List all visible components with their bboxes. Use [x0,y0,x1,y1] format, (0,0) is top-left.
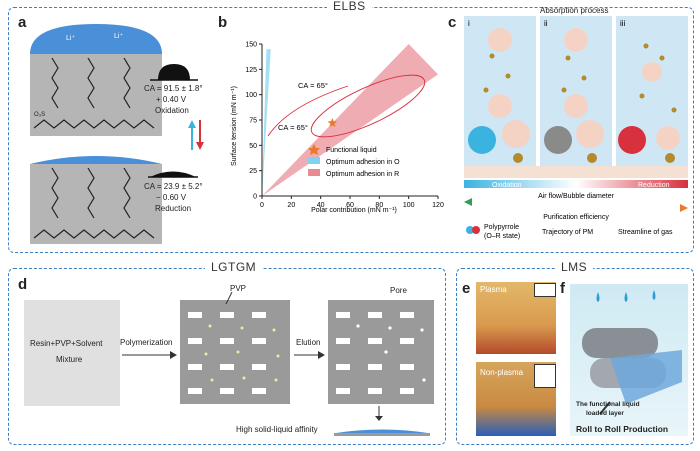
panel-c-label: c [448,14,457,31]
purification-label: Purification efficiency [543,214,609,221]
y-tick-label: 100 [245,92,257,99]
lgtgm-panel: LGTGM [8,260,446,445]
chart-xlabel: Polar contribution (mN m⁻¹) [311,207,397,214]
legend-pp-state: (O–R state) [484,233,520,240]
pp-reduced [618,126,646,154]
legend-swatch-r [308,169,320,176]
elution-arrow [294,351,325,359]
mixture-text-2: Mixture [56,355,83,364]
ca-ellipse [310,74,426,138]
x-tick-label: 60 [346,202,354,209]
x-tick-label: 120 [432,202,444,209]
x-tick-label: 80 [375,202,383,209]
ca-curve-1 [267,85,349,137]
elbs-title: ELBS [327,0,372,13]
surface-tension-chart: 0 20 40 60 80 100 120 0 25 50 75 100 125 150 CA = 65°… [231,42,444,215]
plasma-label: Plasma [480,285,507,294]
mixture-box [24,300,120,406]
roller-graphic [582,290,682,415]
legend-functional: Functional liquid [326,147,377,154]
polymerization-arrow [122,351,177,359]
y-tick-label: 25 [249,168,257,175]
sub-iii: iii [620,19,626,28]
legend-pp: Polypyrrole [484,224,519,231]
so3-label: O₃S [34,112,45,118]
elbs-panel: ELBS [8,0,694,253]
sub-ii: ii [544,19,548,28]
panel-a-schematic: Li⁺ Li⁺ O₃S [30,24,204,244]
panel-a-label: a [18,14,27,31]
ion-label-2: Li⁺ [114,33,123,40]
y-tick-label: 150 [245,42,257,49]
panel-d-label: d [18,276,28,293]
ox-red-bar [464,180,688,188]
pp-intermediate [544,126,572,154]
pvp-arrow [225,292,233,305]
sub-i: i [468,19,470,28]
plasma-inset [534,283,556,297]
lms-panel: LMS [456,260,694,445]
roll-to-roll-label: Roll to Roll Production [576,424,669,434]
x-tick-label: 0 [260,202,264,209]
state-oxidation: Oxidation [155,106,189,115]
oxidation-label: Oxidation [492,182,522,189]
ca-oxidation: CA = 91.5 ± 1.8° [144,84,203,93]
lms-title: LMS [555,260,594,274]
contact-angle-high-icon [150,64,198,81]
droplet-oxidation [30,24,162,54]
legend-streamline: Streamline of gas [618,229,673,236]
affinity-label: High solid-liquid affinity [236,425,318,434]
state-reduction: Reduction [155,204,192,213]
legend-pp-icon [466,226,474,234]
ion-label-1: Li⁺ [66,35,75,42]
panel-e-label: e [462,280,471,297]
mixture-text-1: Resin+PVP+Solvent [30,339,103,348]
x-tick-label: 100 [403,202,415,209]
y-tick-label: 75 [249,118,257,125]
ca-annotation-2: CA = 65° [278,123,308,132]
contact-angle-low-icon [148,171,198,178]
gel-holes [188,312,280,394]
pore-label: Pore [390,286,407,295]
chart-ylabel: Surface tension (mN m⁻¹) [231,86,238,166]
airflow-label: Air flow/Bubble diameter [538,193,615,200]
loaded-label-1: The functional liquid [576,401,640,408]
legend-optimum-r: Optimum adhesion in R [326,171,399,178]
y-tick-label: 125 [245,67,257,74]
y-tick-label: 0 [253,194,257,201]
absorption-title: Absorption process [540,6,609,15]
band-1 [262,44,438,196]
ca-reduction: CA = 23.9 ± 5.2° [144,182,203,191]
polymer-layer-bottom [30,164,162,244]
nonplasma-inset [534,364,556,388]
porous-holes [336,312,426,394]
legend-trajectory: Trajectory of PM [542,229,593,236]
band-0 [262,49,271,196]
y-tick-label: 50 [249,143,257,150]
panel-b-label: b [218,14,228,31]
voltage-reduction: − 0.60 V [156,193,187,202]
polymerization-label: Polymerization [120,338,173,347]
voltage-oxidation: + 0.40 V [156,95,187,104]
down-arrow-affinity [375,406,383,421]
pvp-label: PVP [230,284,247,293]
ca-annotation-1: CA = 65° [298,81,328,90]
droplet-reduction [30,156,162,164]
flat-droplet [334,429,430,436]
reduction-label: Reduction [638,182,670,189]
functional-liquid-point [327,118,338,128]
legend-swatch-o [308,157,320,164]
panel-f-label: f [560,280,565,297]
pp-oxidized [468,126,496,154]
lgtgm-title: LGTGM [205,260,263,274]
absorption-process: i ii iii Oxidation Reduction Air flow/Bu… [464,16,688,240]
elution-label: Elution [296,338,321,347]
polymer-layer-top [30,54,162,136]
legend-star-icon [308,144,320,155]
loaded-label-2: loaded layer [586,410,624,417]
x-tick-label: 40 [317,202,325,209]
x-tick-label: 20 [287,202,295,209]
legend-optimum-o: Optimum adhesion in O [326,159,400,166]
nonplasma-label: Non-plasma [480,368,524,377]
